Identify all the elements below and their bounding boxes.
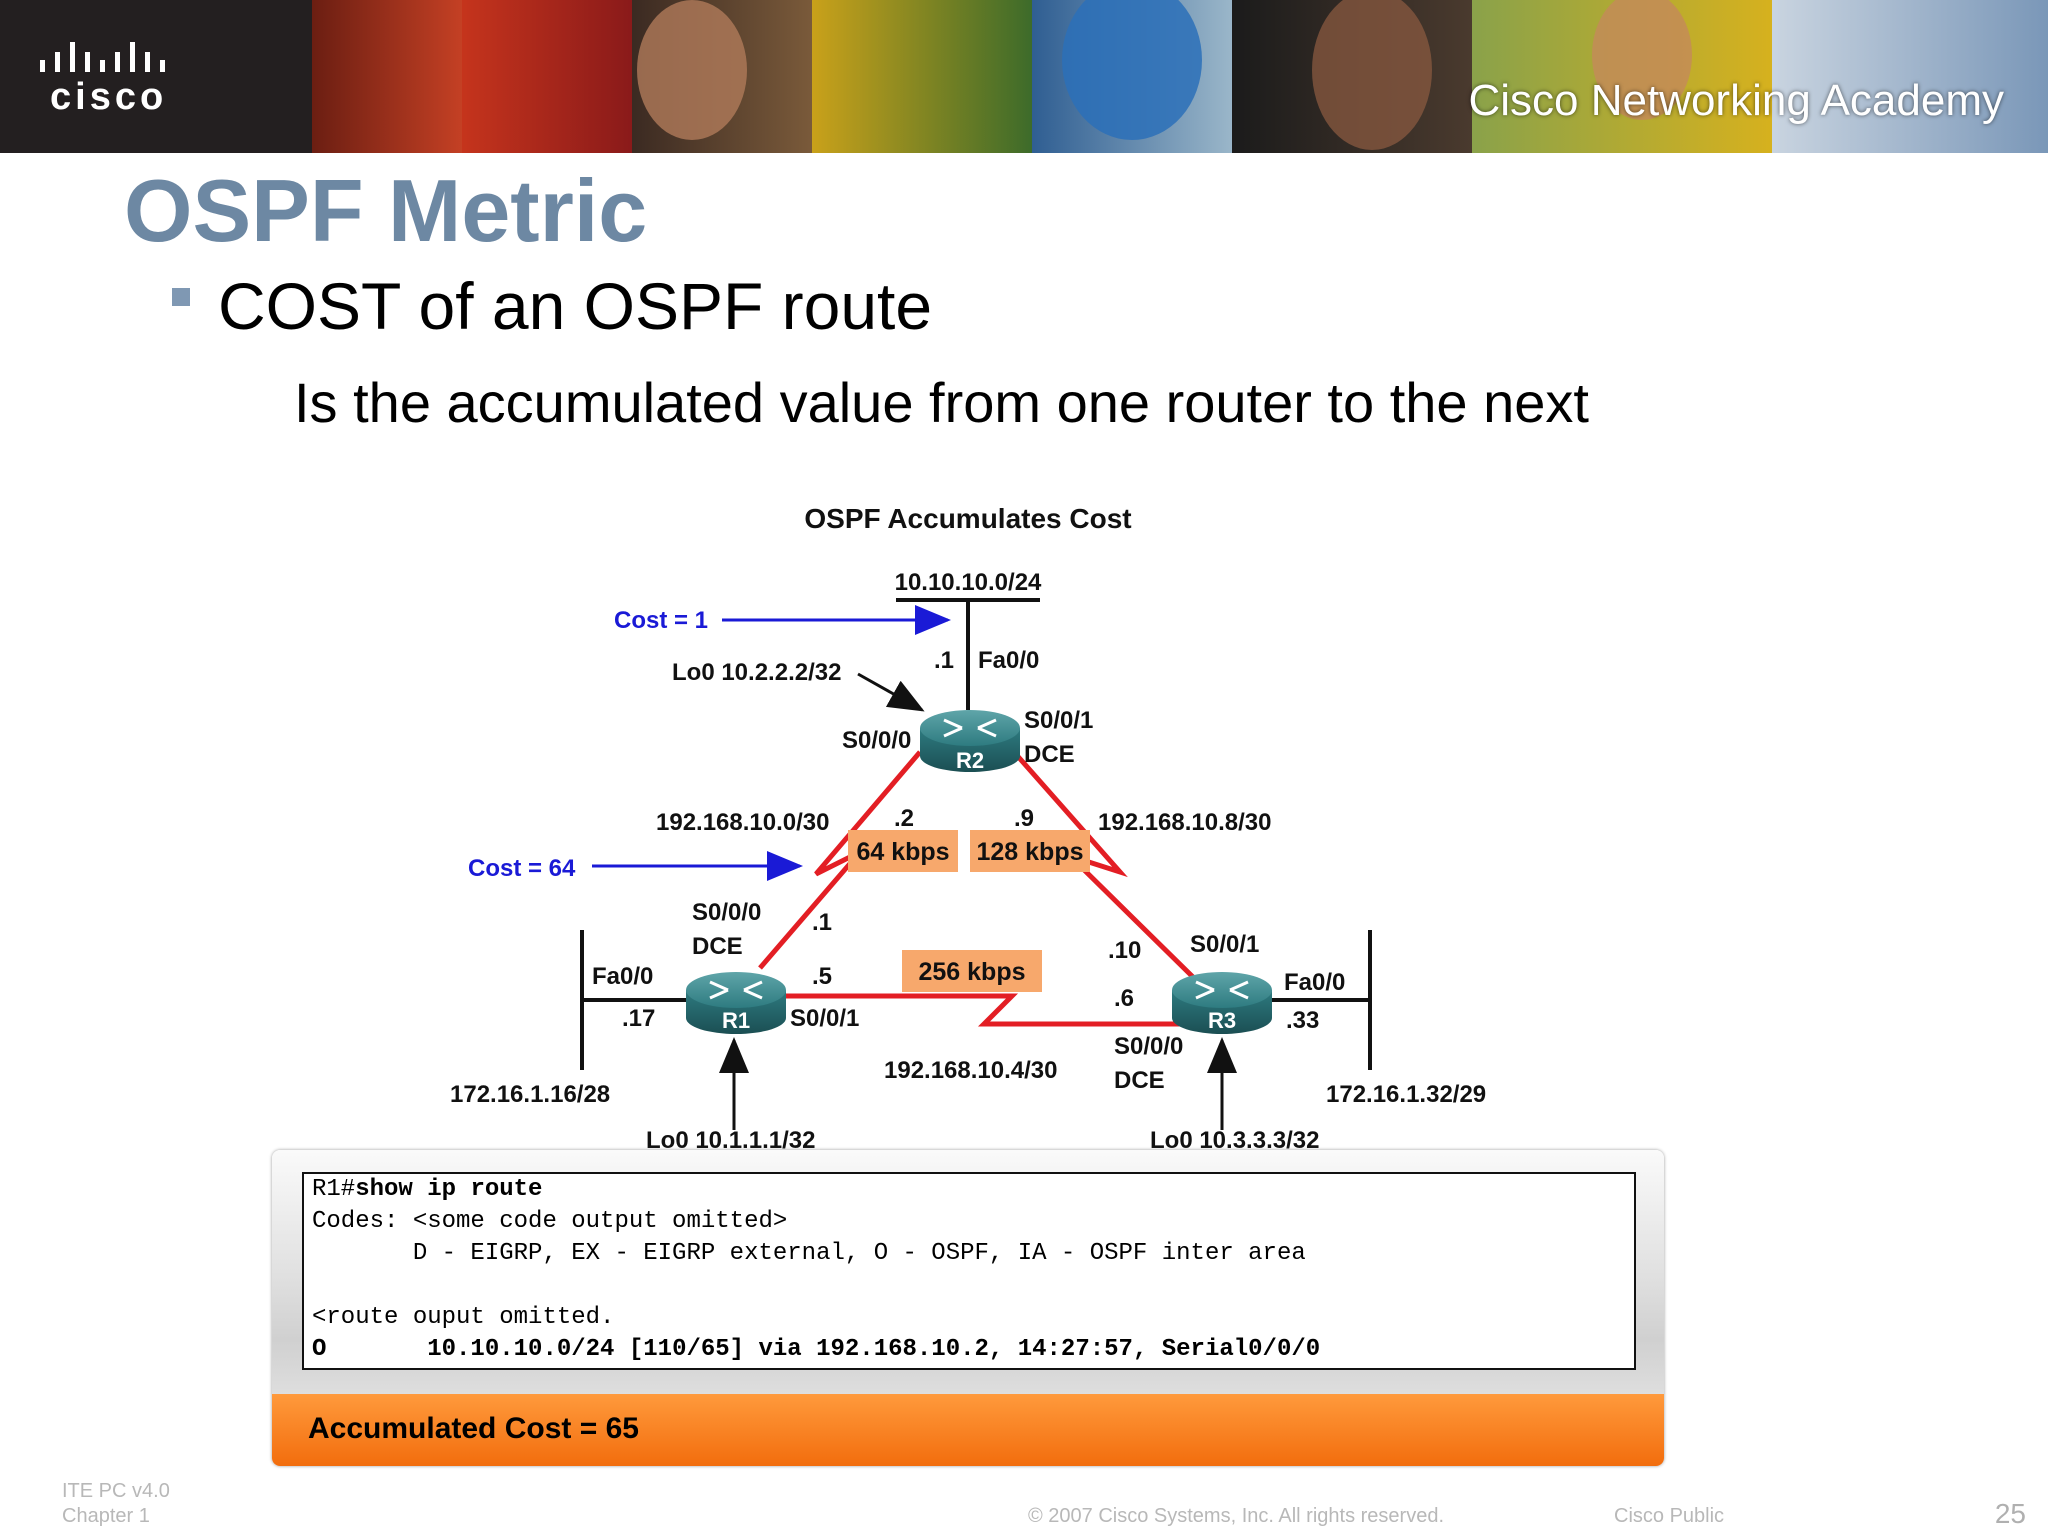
dce-r1-label: DCE bbox=[692, 933, 743, 960]
dot33-label: .33 bbox=[1286, 1007, 1319, 1034]
console-line-codes-legend: D - EIGRP, EX - EIGRP external, O - OSPF… bbox=[312, 1240, 1306, 1267]
diagram-title: OSPF Accumulates Cost bbox=[804, 503, 1131, 534]
bullet-text: COST of an OSPF route bbox=[218, 269, 933, 343]
dot5-label: .5 bbox=[812, 963, 832, 990]
dot9-label: .9 bbox=[1014, 805, 1034, 832]
link-r2-r3 bbox=[1012, 750, 1198, 982]
dot2-label: .2 bbox=[894, 805, 914, 832]
router-r1-label: R1 bbox=[722, 1008, 750, 1033]
bw-256-box bbox=[902, 950, 1042, 992]
photo-collage bbox=[312, 0, 2048, 153]
s001-r2-label: S0/0/1 bbox=[1024, 707, 1093, 734]
s001-r1-label: S0/0/1 bbox=[790, 1005, 859, 1032]
router-r3-label: R3 bbox=[1208, 1008, 1236, 1033]
router-r1: R1 bbox=[686, 972, 786, 1034]
console-command: show ip route bbox=[355, 1176, 543, 1203]
slide-title: OSPF Metric bbox=[124, 161, 648, 260]
cisco-bars-icon bbox=[40, 42, 165, 72]
net-top-label: 10.10.10.0/24 bbox=[895, 569, 1042, 596]
lo0-r3-label: Lo0 10.3.3.3/32 bbox=[1150, 1127, 1319, 1150]
router-r2: R2 bbox=[920, 710, 1020, 773]
console-line-blank bbox=[312, 1270, 1626, 1302]
academy-wordmark: Cisco Networking Academy bbox=[1468, 76, 2004, 125]
page-number: 25 bbox=[1994, 1498, 2026, 1529]
dot1-top-label: .1 bbox=[934, 647, 954, 674]
accumulated-cost-bar: Accumulated Cost = 65 bbox=[272, 1394, 1664, 1466]
router-r2-label: R2 bbox=[956, 748, 984, 773]
dot6-label: .6 bbox=[1114, 985, 1134, 1012]
header-banner: cisco Cisco Networking Academy bbox=[0, 0, 2048, 153]
footer-chapter: Chapter 1 bbox=[62, 1505, 150, 1527]
net-r1-lan-label: 172.16.1.16/28 bbox=[450, 1081, 610, 1108]
bw-64-label: 64 kbps bbox=[856, 838, 949, 866]
s000-r2-label: S0/0/0 bbox=[842, 727, 911, 754]
link-r1-r3 bbox=[770, 993, 1200, 1027]
s001-r3-label: S0/0/1 bbox=[1190, 931, 1259, 958]
console-line-command: R1#show ip route bbox=[312, 1174, 1626, 1206]
footer-classification: Cisco Public bbox=[1614, 1505, 1725, 1527]
dot17-label: .17 bbox=[622, 1005, 655, 1032]
net-left-label: 192.168.10.0/30 bbox=[656, 809, 830, 836]
dce-r2-label: DCE bbox=[1024, 741, 1075, 768]
cost1-label: Cost = 1 bbox=[614, 607, 708, 634]
cisco-logo: cisco bbox=[0, 0, 312, 153]
console-line-route: O 10.10.10.0/24 [110/65] via 192.168.10.… bbox=[312, 1334, 1626, 1366]
fa00-r3-label: Fa0/0 bbox=[1284, 969, 1345, 996]
ospf-diagram: OSPF Accumulates Cost 10.10.10.0/24 Cost… bbox=[450, 503, 1486, 1150]
fa00-r1-label: Fa0/0 bbox=[592, 963, 653, 990]
cisco-wordmark: cisco bbox=[50, 76, 168, 118]
dce-r3-label: DCE bbox=[1114, 1067, 1165, 1094]
router-arrows-icon bbox=[1195, 980, 1249, 1000]
router-arrows-icon bbox=[709, 980, 763, 1000]
console-line-codes: Codes: <some code output omitted> bbox=[312, 1208, 788, 1235]
dot1-r1-label: .1 bbox=[812, 909, 832, 936]
lo0-r2-label: Lo0 10.2.2.2/32 bbox=[672, 659, 841, 686]
lo0-r2-arrow bbox=[857, 672, 925, 712]
console-prompt: R1# bbox=[312, 1176, 356, 1203]
bw-64-box bbox=[848, 830, 958, 872]
bw-128-box bbox=[970, 830, 1090, 872]
s000-r3-label: S0/0/0 bbox=[1114, 1033, 1183, 1060]
s000-r1-label: S0/0/0 bbox=[692, 899, 761, 926]
net-right-label: 192.168.10.8/30 bbox=[1098, 809, 1272, 836]
cost64-label: Cost = 64 bbox=[468, 855, 576, 882]
route-code: O bbox=[312, 1336, 327, 1363]
fa00-r2-label: Fa0/0 bbox=[978, 647, 1039, 674]
net-bottom-label: 192.168.10.4/30 bbox=[884, 1057, 1058, 1084]
lo0-r1-label: Lo0 10.1.1.1/32 bbox=[646, 1127, 815, 1150]
route-entry: 10.10.10.0/24 [110/65] via 192.168.10.2,… bbox=[326, 1336, 1321, 1363]
footer-copyright: © 2007 Cisco Systems, Inc. All rights re… bbox=[1028, 1505, 1445, 1527]
router-arrows-icon bbox=[943, 718, 997, 738]
dot10-label: .10 bbox=[1108, 937, 1141, 964]
link-r1-r2 bbox=[758, 750, 922, 970]
footer-course: ITE PC v4.0 bbox=[62, 1480, 170, 1502]
bw-128-label: 128 kbps bbox=[976, 838, 1083, 866]
sub-bullet-text: Is the accumulated value from one router… bbox=[294, 371, 1589, 434]
accumulated-cost-label: Accumulated Cost = 65 bbox=[308, 1412, 639, 1445]
net-r3-lan-label: 172.16.1.32/29 bbox=[1326, 1081, 1486, 1108]
console-line-omitted: <route ouput omitted. bbox=[312, 1304, 615, 1331]
bullet-square-icon bbox=[172, 288, 190, 306]
router-r3: R3 bbox=[1172, 972, 1272, 1034]
wan-links bbox=[758, 750, 1200, 1027]
console-output: R1#show ip route Codes: <some code outpu… bbox=[302, 1172, 1636, 1370]
bw-256-label: 256 kbps bbox=[918, 958, 1025, 986]
